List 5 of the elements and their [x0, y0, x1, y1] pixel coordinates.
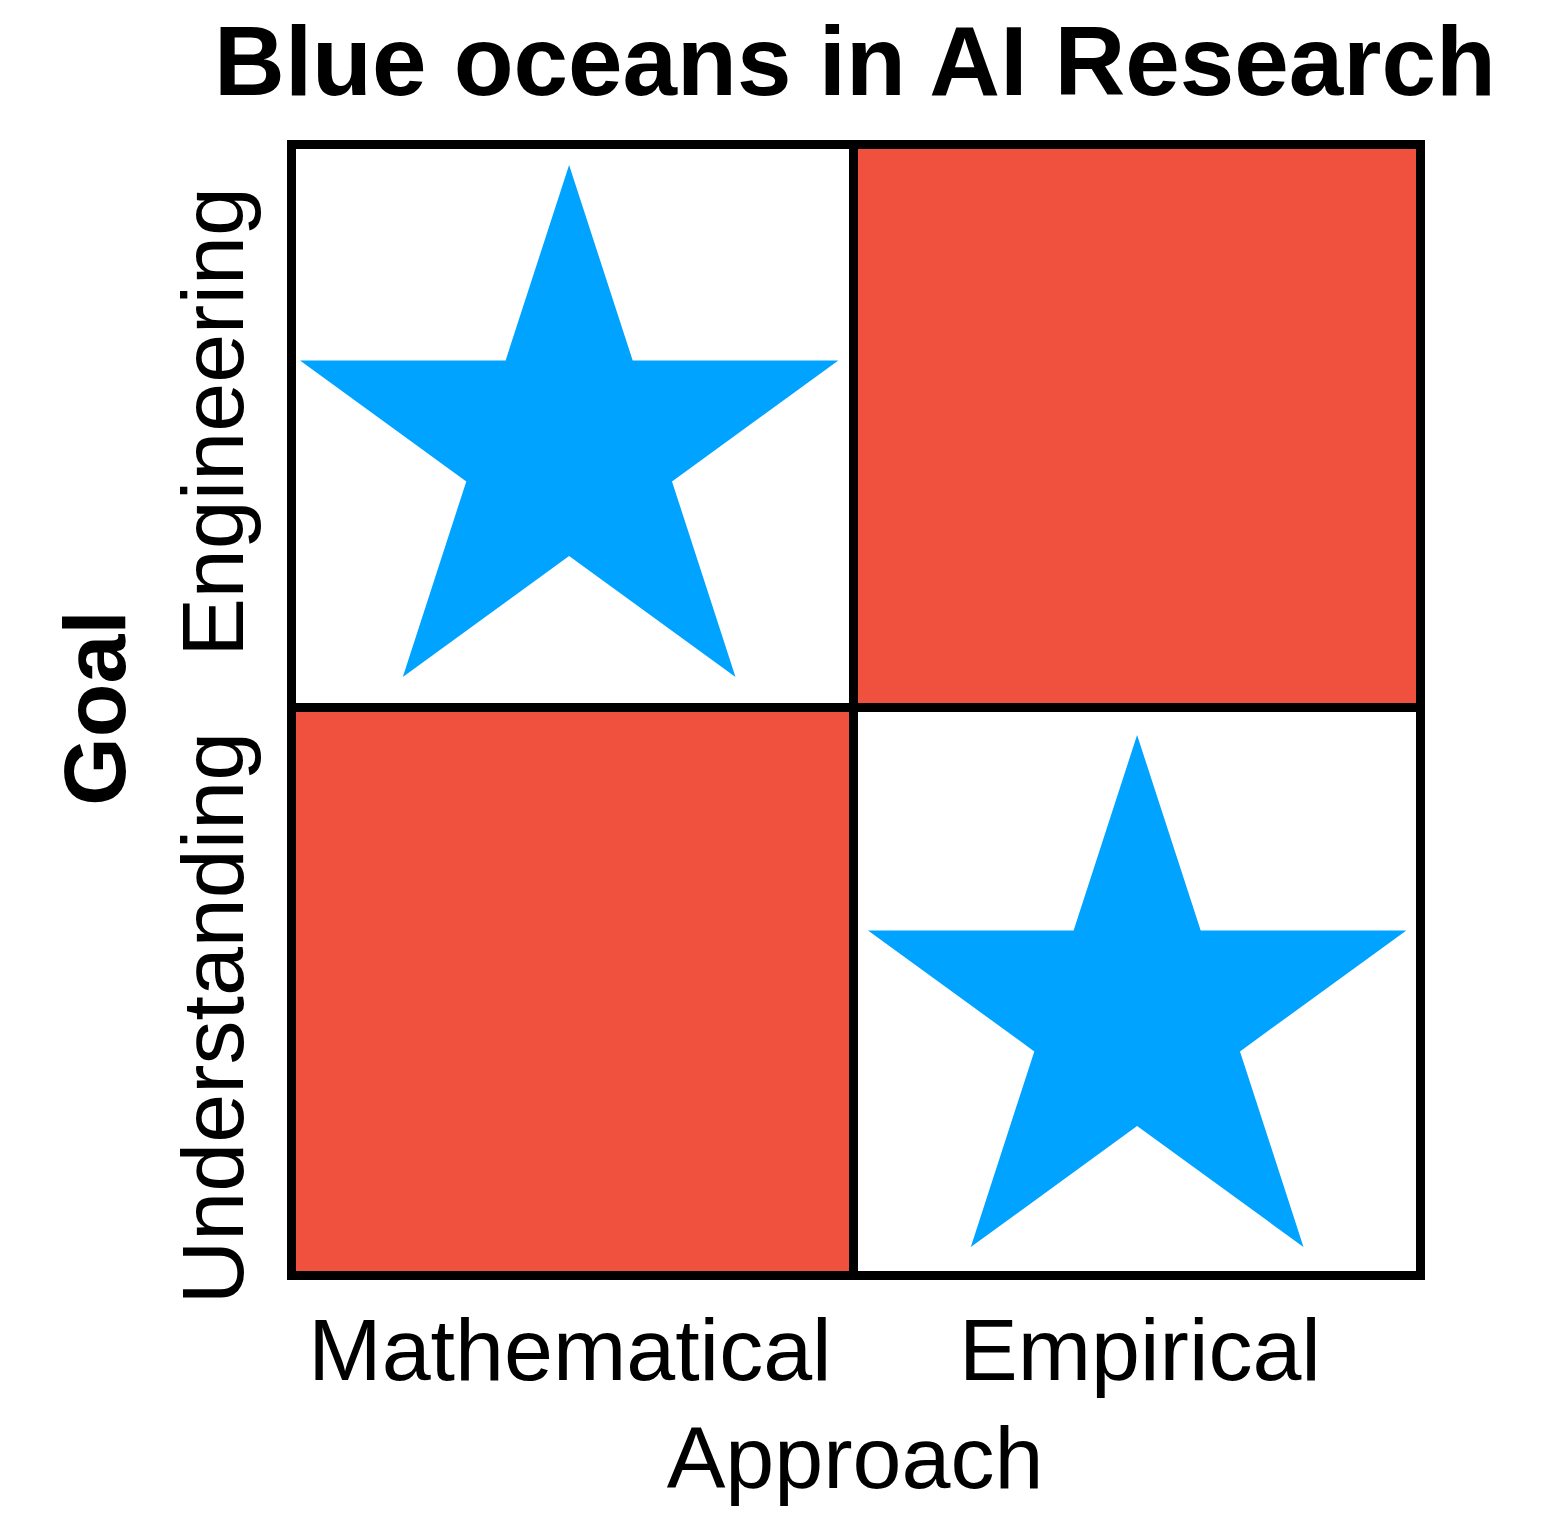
axis-title: Goal	[51, 610, 139, 806]
star-shape	[868, 735, 1407, 1247]
chart-title: Blue oceans in AI Research	[214, 12, 1496, 110]
axis-category-label: Mathematical	[308, 1306, 832, 1394]
star-shape	[300, 165, 839, 677]
